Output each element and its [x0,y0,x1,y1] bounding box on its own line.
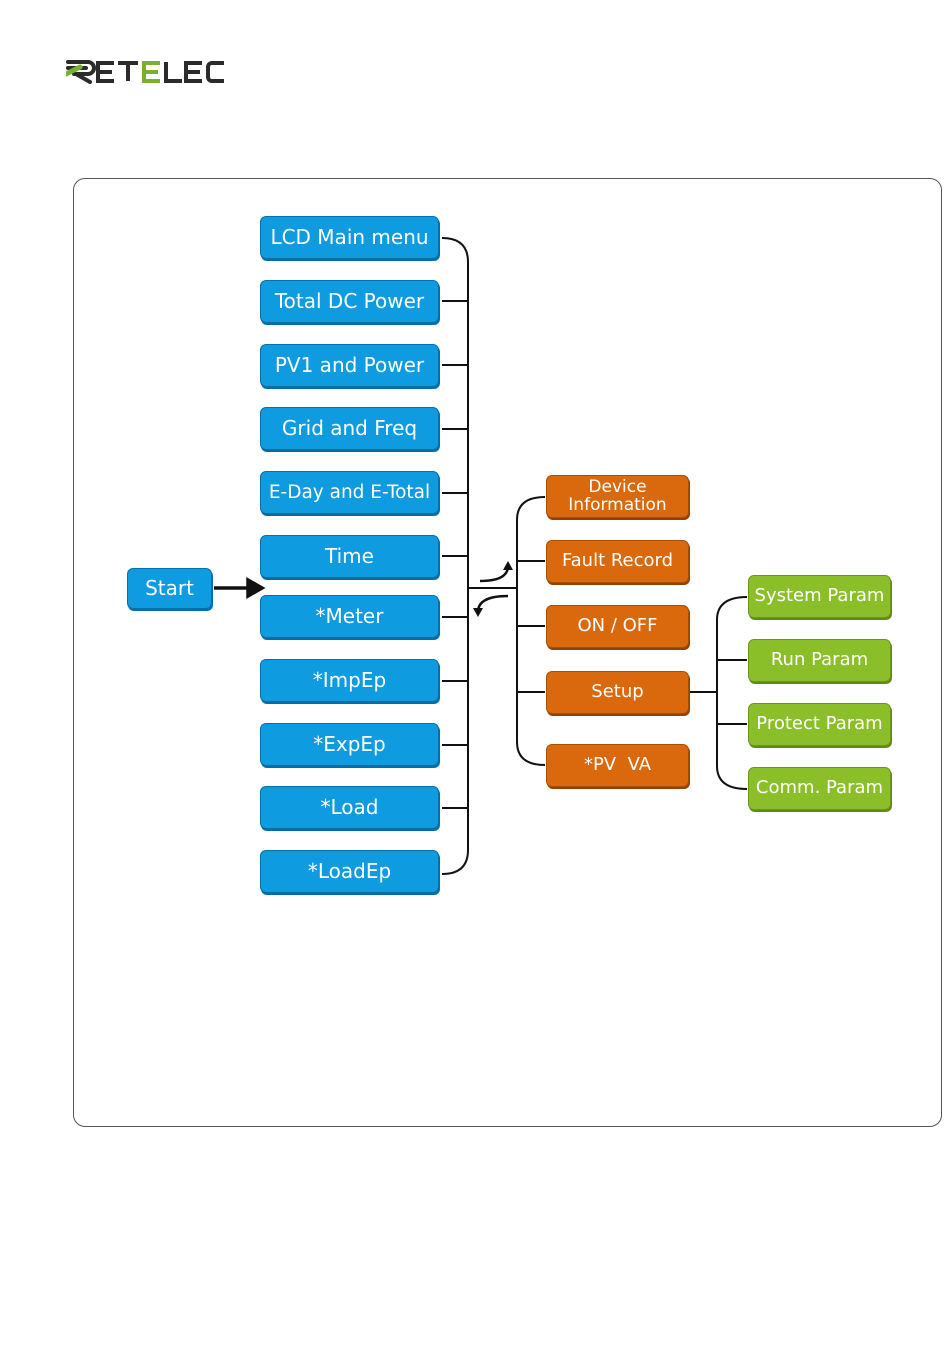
menu-item-on-off[interactable]: ON / OFF [546,605,689,648]
menu-item-label: Comm. Param [756,779,883,798]
menu-item-label: *PV VA [584,756,651,775]
menu-item-label: *LoadEp [308,861,391,882]
menu-item-label: Grid and Freq [282,418,417,439]
menu-item-meter[interactable]: *Meter [260,595,439,638]
menu-item-device-information[interactable]: Device Information [546,475,689,518]
menu-item-label-line1: Device [588,479,646,497]
menu-item-impep[interactable]: *ImpEp [260,659,439,702]
menu-item-label: Protect Param [756,715,882,734]
menu-item-label: *ImpEp [313,670,386,691]
menu-item-label: System Param [755,587,885,606]
menu-item-label: Time [325,546,374,567]
menu-item-protect-param[interactable]: Protect Param [748,703,891,746]
menu-item-comm-param[interactable]: Comm. Param [748,767,891,810]
menu-item-grid-and-freq[interactable]: Grid and Freq [260,407,439,450]
menu-item-label-line2: Information [568,497,666,515]
menu-item-expep[interactable]: *ExpEp [260,723,439,766]
menu-item-lcd-main-menu[interactable]: LCD Main menu [260,216,439,259]
menu-item-label: ON / OFF [577,617,657,636]
menu-item-time[interactable]: Time [260,535,439,578]
menu-item-label: Fault Record [562,552,673,571]
menu-item-label: Total DC Power [275,291,424,312]
menu-item-label: Setup [591,683,643,702]
menu-item-label: *ExpEp [313,734,386,755]
menu-item-fault-record[interactable]: Fault Record [546,540,689,583]
menu-item-loadep[interactable]: *LoadEp [260,850,439,893]
menu-item-pv1-and-power[interactable]: PV1 and Power [260,344,439,387]
menu-item-total-dc-power[interactable]: Total DC Power [260,280,439,323]
menu-item-run-param[interactable]: Run Param [748,639,891,682]
menu-item-label: PV1 and Power [275,355,424,376]
menu-item-label: E-Day and E-Total [269,483,430,502]
menu-item-label: *Meter [316,606,384,627]
menu-item-system-param[interactable]: System Param [748,575,891,618]
start-button[interactable]: Start [127,568,212,609]
start-label: Start [145,578,194,599]
menu-item-label: *Load [321,797,379,818]
menu-item-label: Run Param [771,651,868,670]
menu-item-pv-va[interactable]: *PV VA [546,744,689,787]
menu-item-load[interactable]: *Load [260,786,439,829]
menu-item-e-day-and-e-total[interactable]: E-Day and E-Total [260,471,439,514]
menu-item-label: LCD Main menu [270,227,428,248]
menu-item-setup[interactable]: Setup [546,671,689,714]
